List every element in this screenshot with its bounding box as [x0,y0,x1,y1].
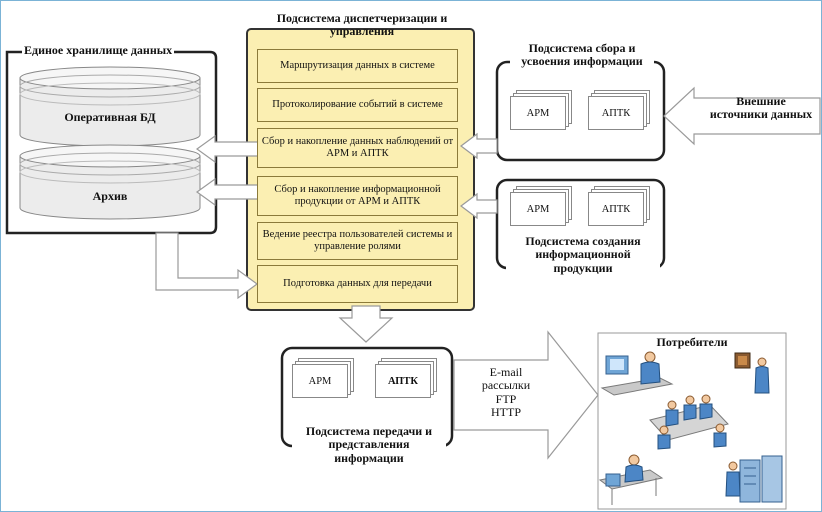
dispatch-to-transfer-arrow [338,305,394,343]
consumer-meeting-icon [649,394,729,450]
transfer-aptk-stack: АПТК [375,358,437,398]
transfer-arm-label: АРМ [292,364,348,398]
operational-db-label: Оперативная БД [64,110,156,124]
module-routing: Маршрутизация данных в системе [257,49,458,83]
protocols-label: E-mail рассылки FTP HTTP [468,365,544,420]
production-to-dispatch-arrow [460,192,498,220]
module-data-preparation: Подготовка данных для передачи [257,265,458,303]
consumer-operator-icon [600,351,674,396]
production-aptk-label: АПТК [588,192,644,226]
transfer-aptk-label: АПТК [375,364,431,398]
production-arm-label: АРМ [510,192,566,226]
storage-to-preparation-arrow [155,232,259,300]
external-sources-label: Внешние источники данных [709,94,813,122]
collection-title: Подсистема сбора и усвоения информации [510,41,654,69]
consumer-workstation-icon [598,454,664,505]
consumers-title: Потребители [656,335,728,349]
protocol-ftp: FTP [495,391,517,406]
dispatch-to-storage-arrow-1 [195,134,259,164]
transfer-to-consumers-arrow [453,330,599,460]
dispatch-to-storage-arrow-2 [195,177,259,207]
protocol-email: E-mail рассылки [481,365,531,393]
protocol-http: HTTP [491,405,521,420]
production-aptk-stack: АПТК [588,186,650,226]
consumer-screen-icon [734,352,770,394]
collection-aptk-stack: АПТК [588,90,650,130]
module-user-registry: Ведение реестра пользователей системы и … [257,222,458,260]
transfer-title: Подсистема передачи и представления инфо… [292,424,446,466]
production-title: Подсистема создания информационной проду… [506,234,660,276]
storage-title: Единое хранилище данных [22,43,175,58]
collection-to-dispatch-arrow [460,132,498,160]
external-arrow [663,86,821,146]
module-logging: Протоколирование событий в системе [257,88,458,122]
module-product-collection: Сбор и накопление информационной продукц… [257,176,458,216]
consumer-server-icon [725,455,783,503]
archive-cylinder [19,144,201,220]
module-observation-collection: Сбор и накопление данных наблюдений от А… [257,128,458,168]
collection-aptk-label: АПТК [588,96,644,130]
collection-arm-label: АРМ [510,96,566,130]
production-arm-stack: АРМ [510,186,572,226]
collection-arm-stack: АРМ [510,90,572,130]
dispatch-title: Подсистема диспетчеризации и управления [276,11,448,39]
transfer-arm-stack: АРМ [292,358,354,398]
operational-db-cylinder [19,66,201,147]
archive-label: Архив [92,189,128,203]
